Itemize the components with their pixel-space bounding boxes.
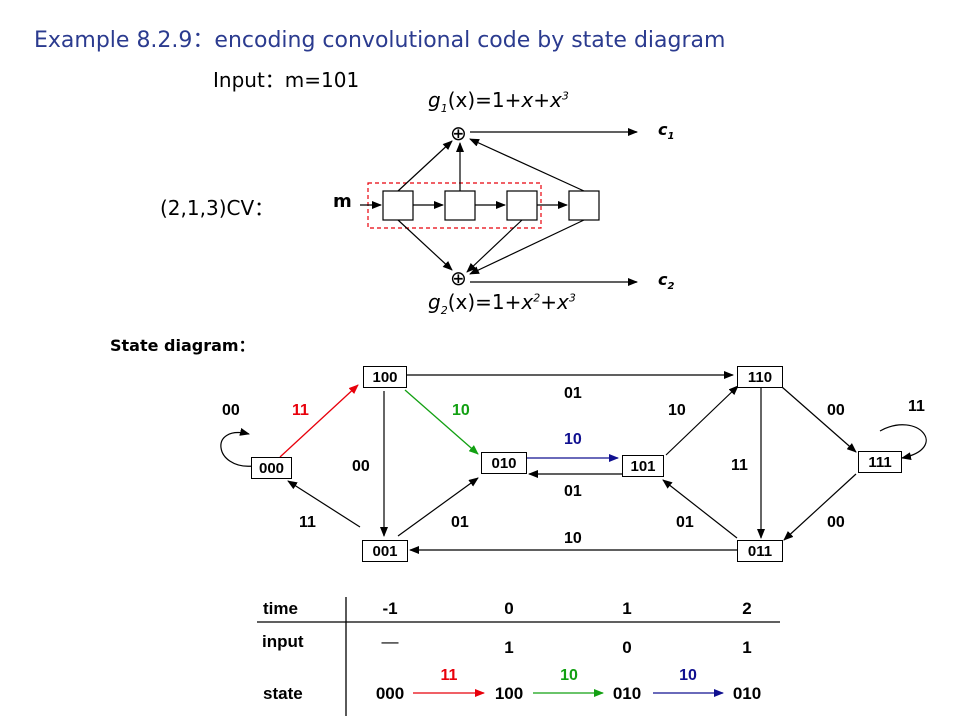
edge-label: 01	[564, 483, 582, 500]
state-value: 000	[375, 684, 405, 703]
state-000: 000	[251, 457, 292, 479]
state-diagram-label: State diagram：	[110, 336, 255, 355]
state-row-label: state	[263, 684, 303, 703]
output-c1-label: c1	[658, 120, 675, 143]
register-cell	[506, 190, 538, 221]
state-011: 011	[737, 540, 783, 562]
code-parameters-label: (2,1,3)CV：	[160, 196, 275, 220]
edge-label: 00	[827, 402, 845, 419]
input-value: 0	[622, 638, 632, 657]
edge-label: 11	[299, 514, 316, 531]
generator-polynomial-1: g1(x)=1+x+x3	[428, 88, 569, 115]
edge-label: 01	[451, 514, 469, 531]
generator-polynomial-2: g2(x)=1+x2+x3	[428, 290, 576, 317]
output-label: 11	[440, 667, 458, 684]
time-value: 2	[742, 599, 752, 618]
edge-label: 11	[731, 457, 748, 474]
time-value: 1	[622, 599, 632, 618]
input-m-label: m	[333, 191, 352, 212]
register-cell	[568, 190, 600, 221]
time-row-label: time	[263, 599, 298, 618]
input-value: —	[381, 632, 399, 651]
state-010: 010	[481, 452, 527, 474]
input-value: 1	[504, 638, 514, 657]
edge-label: 11	[292, 402, 309, 419]
state-101: 101	[622, 455, 664, 477]
xor-gate-top: ⊕	[450, 121, 467, 145]
edge-label: 01	[564, 385, 582, 402]
state-001: 001	[362, 540, 408, 562]
edge-label: 11	[908, 398, 925, 415]
page-title: Example 8.2.9：encoding convolutional cod…	[34, 28, 726, 53]
input-sequence-label: Input：m=101	[213, 68, 360, 92]
state-value: 100	[494, 684, 524, 703]
edge-label: 01	[676, 514, 694, 531]
edge-label: 10	[564, 431, 582, 448]
edge-label: 00	[352, 458, 370, 475]
input-row-label: input	[262, 632, 304, 651]
edge-label: 10	[452, 402, 470, 419]
edge-label: 10	[668, 402, 686, 419]
time-value: 0	[504, 599, 514, 618]
state-100: 100	[363, 366, 407, 388]
input-value: 1	[742, 638, 752, 657]
output-label: 10	[679, 667, 697, 684]
register-cell	[444, 190, 476, 221]
state-110: 110	[737, 366, 783, 388]
edge-label: 10	[564, 530, 582, 547]
state-111: 111	[858, 451, 902, 473]
output-c2-label: c2	[658, 270, 675, 293]
edge-label: 00	[222, 402, 240, 419]
register-cell	[382, 190, 414, 221]
state-value: 010	[732, 684, 762, 703]
time-value: -1	[382, 599, 398, 618]
state-value: 010	[612, 684, 642, 703]
xor-gate-bottom: ⊕	[450, 266, 467, 290]
edge-label: 00	[827, 514, 845, 531]
output-label: 10	[560, 667, 578, 684]
